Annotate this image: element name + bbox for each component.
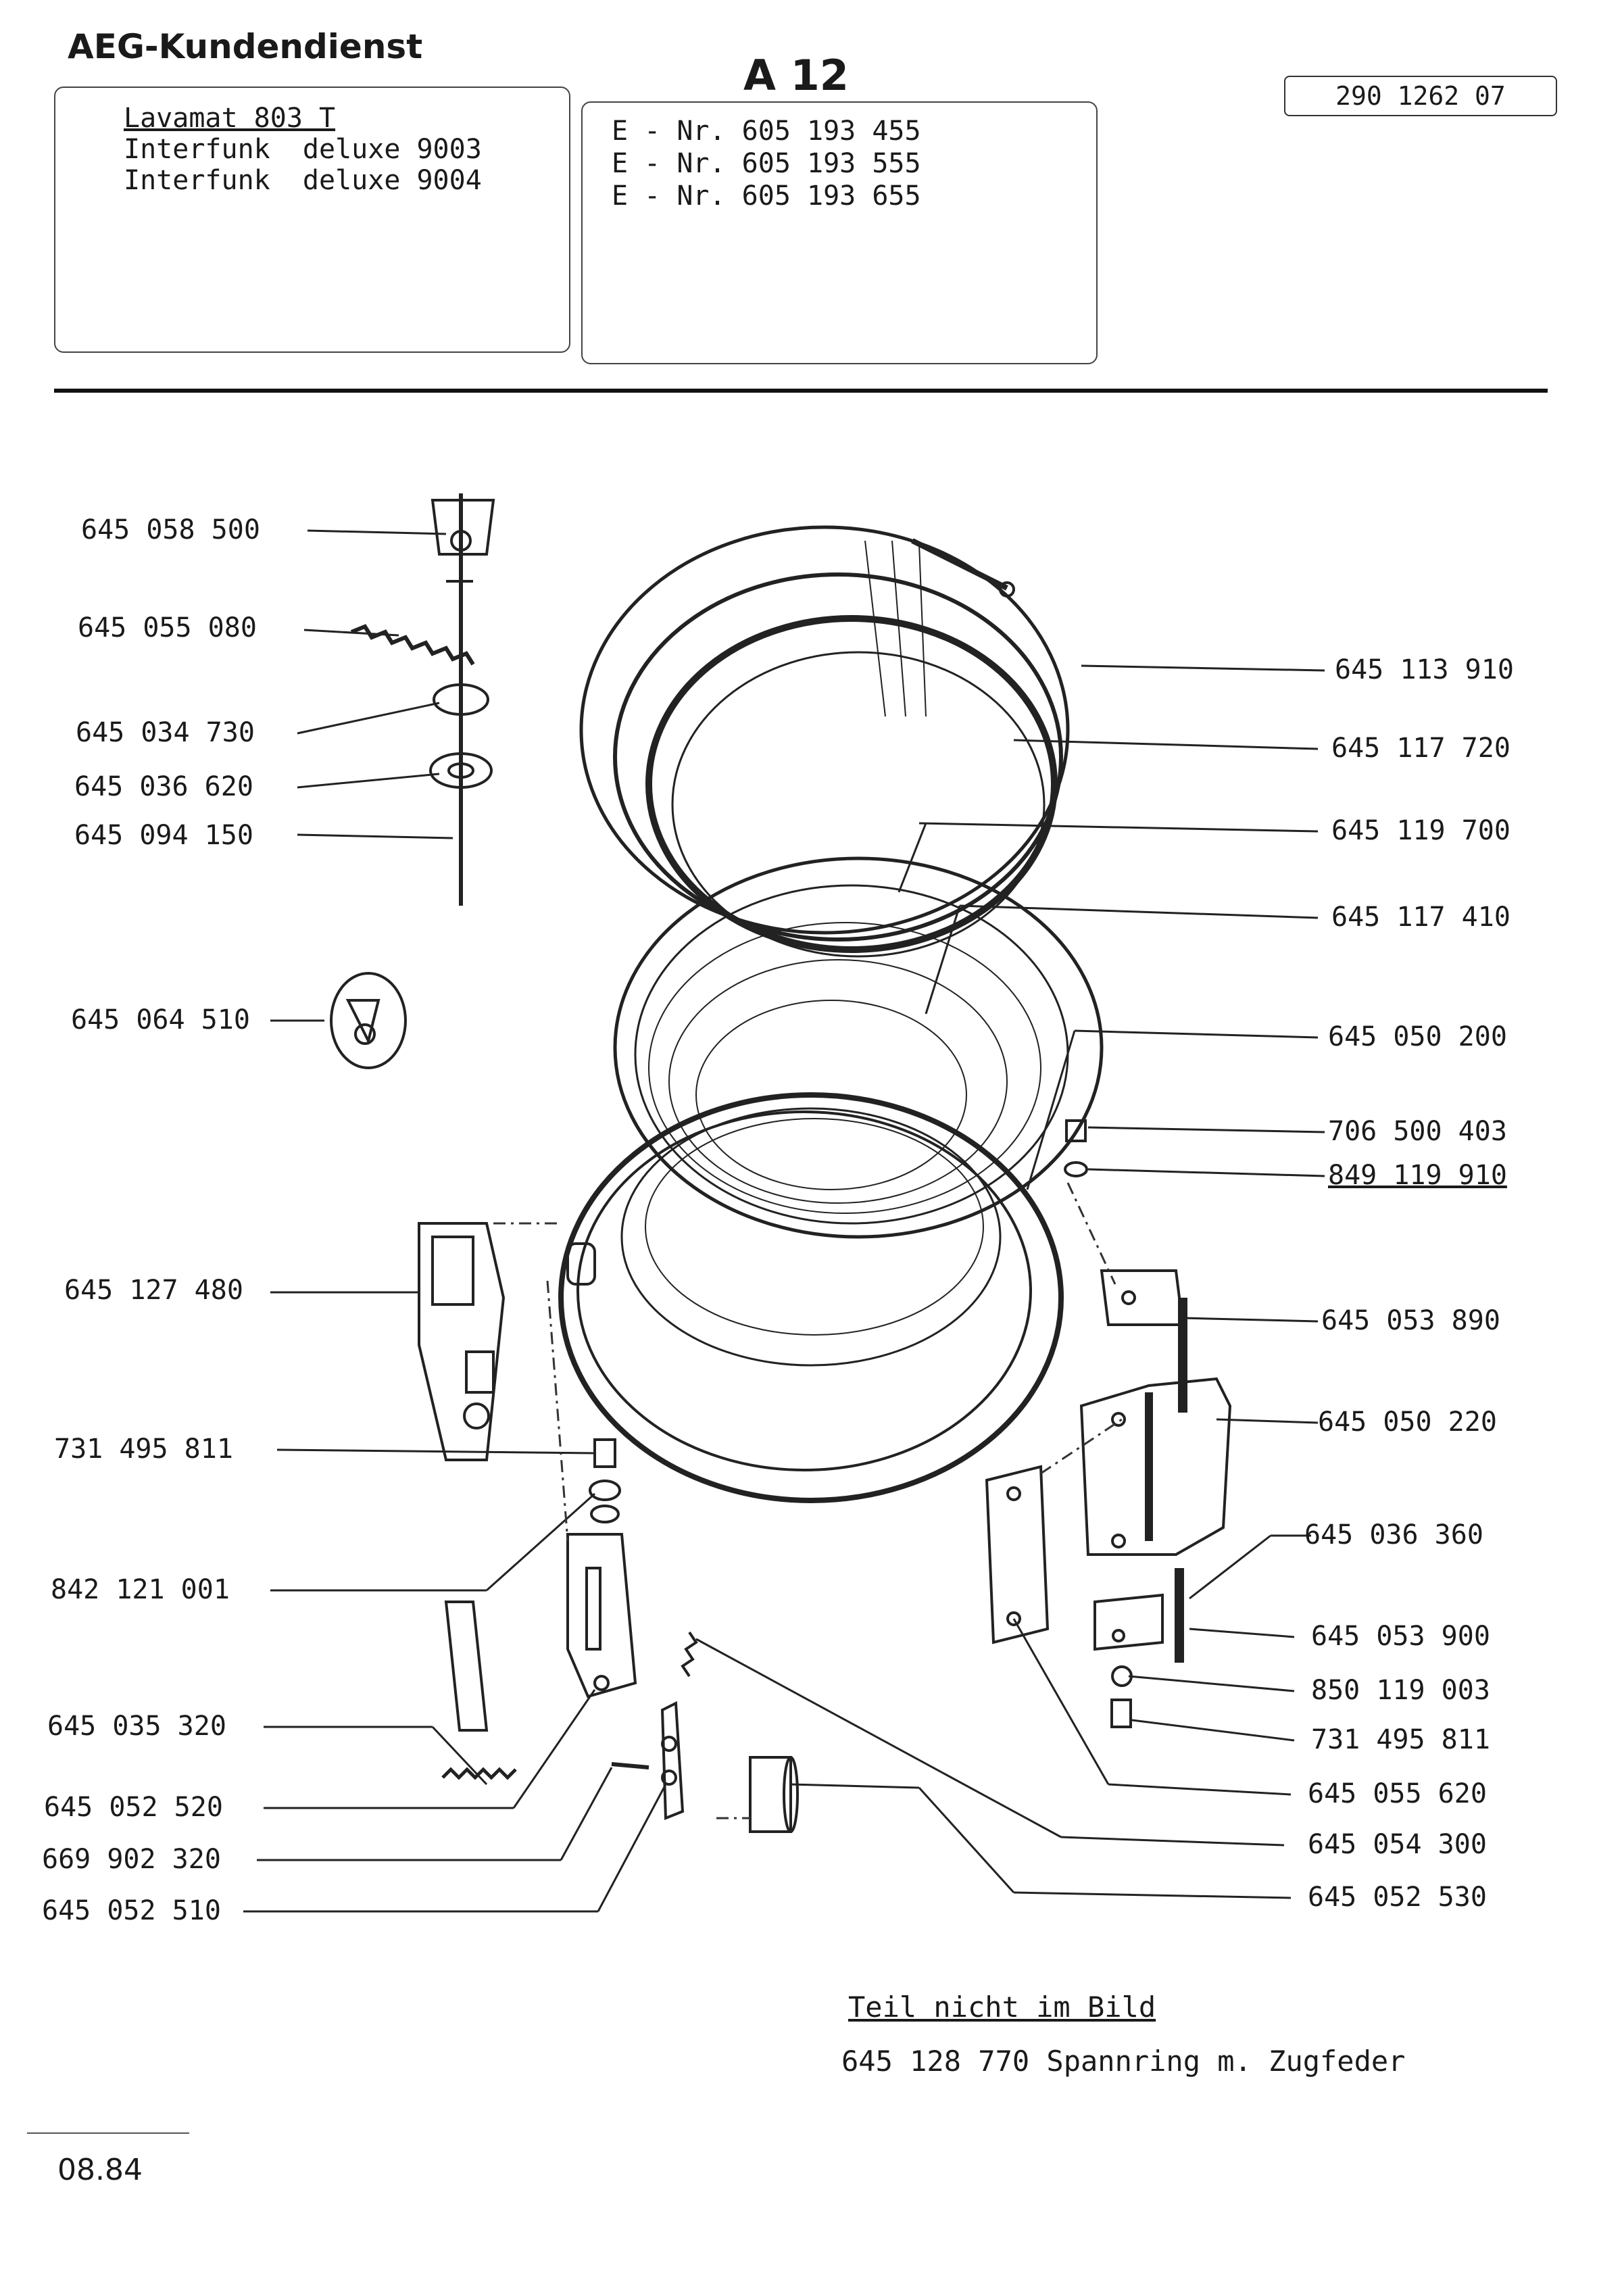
hinge-bracket-drawing xyxy=(566,1533,637,1699)
hinge-cover-drawing xyxy=(985,1465,1050,1644)
part-number-left: 645 058 500 xyxy=(81,514,260,545)
note-item: 645 128 770 Spannring m. Zugfeder xyxy=(841,2045,1406,2078)
e-number-item: E - Nr. 605 193 655 xyxy=(612,180,921,212)
e-number-item: E - Nr. 605 193 455 xyxy=(612,116,921,147)
handle-pin-drawing xyxy=(431,493,495,906)
part-number-left: 669 902 320 xyxy=(42,1844,221,1875)
part-number-right: 645 119 700 xyxy=(1331,815,1510,846)
e-number-list: E - Nr. 605 193 455 E - Nr. 605 193 555 … xyxy=(612,115,921,212)
roller-drawing xyxy=(749,1756,799,1833)
e-number-item: E - Nr. 605 193 555 xyxy=(612,148,921,179)
door-frame-ring-drawing xyxy=(558,1092,1064,1503)
part-number-left: 842 121 001 xyxy=(51,1574,230,1605)
part-number-right: 645 113 910 xyxy=(1335,654,1514,685)
lower-hinge-drawing xyxy=(1093,1568,1184,1728)
footer-rule xyxy=(27,2132,189,2134)
part-number-left: 645 055 080 xyxy=(78,612,257,643)
part-number-left: 645 127 480 xyxy=(64,1275,243,1306)
part-number-right: 645 050 200 xyxy=(1328,1021,1507,1052)
model-item: Lavamat 803 T xyxy=(124,103,336,134)
part-number-right: 850 119 003 xyxy=(1311,1675,1490,1706)
header-rule xyxy=(54,389,1548,393)
part-number-right: 645 054 300 xyxy=(1308,1829,1487,1860)
part-number-right: 645 055 620 xyxy=(1308,1778,1487,1809)
part-number-left: 645 052 520 xyxy=(44,1792,223,1823)
part-number-right: 645 053 890 xyxy=(1321,1305,1500,1336)
model-item: Interfunk deluxe 9004 xyxy=(124,165,482,196)
document-number: 290 1262 07 xyxy=(1284,76,1557,116)
part-number-right: 731 495 811 xyxy=(1311,1724,1490,1755)
screw-washer-drawing xyxy=(589,1438,621,1523)
hinge-link-drawing xyxy=(611,1631,698,1820)
hinge-body-drawing xyxy=(1079,1377,1232,1556)
door-glass-drawing xyxy=(613,856,1104,1239)
models-box xyxy=(54,87,570,353)
part-number-left: 645 094 150 xyxy=(74,820,253,851)
part-number-left: 731 495 811 xyxy=(54,1434,233,1465)
part-number-right: 645 053 900 xyxy=(1311,1621,1490,1652)
right-hinge-plate-drawing xyxy=(1100,1269,1187,1413)
note-title: Teil nicht im Bild xyxy=(848,1990,1156,2024)
issue-date: 08.84 xyxy=(57,2153,143,2187)
lock-spring-drawing xyxy=(441,1601,517,1780)
part-number-right: 645 036 360 xyxy=(1304,1519,1483,1550)
leader-lines xyxy=(243,529,1325,1913)
door-screw-drawing xyxy=(911,538,1015,597)
part-number-left: 645 036 620 xyxy=(74,771,253,802)
part-number-right: 645 050 220 xyxy=(1318,1407,1497,1438)
part-number-right: 849 119 910 xyxy=(1328,1160,1507,1191)
model-item: Interfunk deluxe 9003 xyxy=(124,134,482,165)
e-numbers-box xyxy=(581,101,1098,364)
washer-drawing xyxy=(429,683,493,789)
part-number-left: 645 064 510 xyxy=(71,1004,250,1035)
part-number-left: 645 052 510 xyxy=(42,1895,221,1926)
model-list: Lavamat 803 T Interfunk deluxe 9003 Inte… xyxy=(124,103,482,196)
part-number-right: 645 117 720 xyxy=(1331,733,1510,764)
brand-title: AEG-Kundendienst xyxy=(68,27,423,66)
part-number-left: 645 034 730 xyxy=(76,717,255,748)
part-number-right: 645 052 530 xyxy=(1308,1882,1487,1913)
door-shell-drawing xyxy=(579,525,1070,958)
cam-disc-drawing xyxy=(330,972,407,1069)
spring-drawing xyxy=(350,624,475,666)
part-number-right: 706 500 403 xyxy=(1328,1116,1507,1147)
door-lock-drawing xyxy=(418,1222,506,1461)
frame-screw-drawing xyxy=(1064,1119,1088,1177)
assembly-guides xyxy=(493,1182,1123,1819)
part-number-left: 645 035 320 xyxy=(47,1711,226,1742)
part-number-right: 645 117 410 xyxy=(1331,902,1510,933)
sheet-code: A 12 xyxy=(743,51,849,100)
